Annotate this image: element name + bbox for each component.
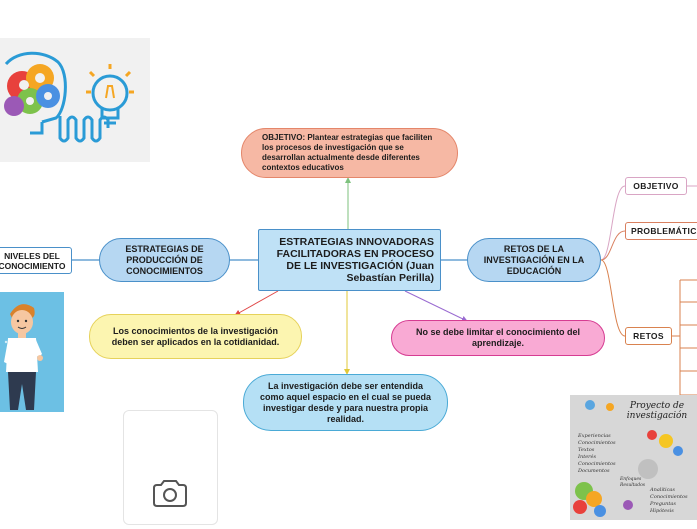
- poster-word: Textos: [578, 447, 595, 453]
- poster-word: Resultados: [620, 483, 646, 488]
- poster-word: Analíticas: [650, 487, 675, 493]
- left-branch-text: ESTRATEGIAS DE PRODUCCIÓN DE CONOCIMIENT…: [125, 243, 204, 276]
- poster-sketch-icon: [570, 395, 697, 520]
- right-item-problematica[interactable]: PROBLEMÁTICA: [625, 222, 697, 240]
- pink-bubble-text: No se debe limitar el conocimiento del a…: [415, 327, 581, 348]
- central-topic[interactable]: ESTRATEGIAS INNOVADORAS FACILITADORAS EN…: [258, 229, 441, 291]
- objective-text: OBJETIVO: Plantear estrategias que facil…: [262, 133, 433, 172]
- pink-bubble[interactable]: No se debe limitar el conocimiento del a…: [391, 320, 605, 356]
- poster-word: Preguntas: [650, 501, 676, 507]
- research-poster-image: Proyecto de investigación Experiencias C…: [570, 395, 697, 520]
- student-image: [0, 292, 64, 412]
- right-item-problematica-text: PROBLEMÁTICA: [631, 226, 697, 236]
- link-central-yellow: [234, 290, 279, 316]
- poster-word: Enfoques: [620, 477, 642, 482]
- link-right-objetivo: [600, 185, 626, 261]
- right-branch-retos[interactable]: RETOS DE LA INVESTIGACIÓN EN LA EDUCACIÓ…: [467, 238, 601, 282]
- link-central-pink: [404, 290, 468, 322]
- poster-title: Proyecto de investigación: [626, 401, 688, 421]
- poster-words-left: Experiencias Conocimientos Textos Interé…: [578, 433, 616, 475]
- brain-gears-icon: [4, 51, 134, 143]
- right-item-objetivo-text: OBJETIVO: [633, 181, 679, 191]
- sky-bubble-text: La investigación debe ser entendida como…: [259, 380, 432, 424]
- sky-bubble[interactable]: La investigación debe ser entendida como…: [243, 374, 448, 431]
- right-branch-text: RETOS DE LA INVESTIGACIÓN EN LA EDUCACIÓ…: [483, 243, 585, 276]
- right-item-retos[interactable]: RETOS: [625, 327, 672, 345]
- brain-bulb-image: [0, 38, 150, 162]
- link-right-retos: [600, 259, 626, 337]
- poster-word: Conocimientos: [578, 461, 616, 467]
- poster-word: Interés: [578, 454, 597, 460]
- central-topic-text: ESTRATEGIAS INNOVADORAS FACILITADORAS EN…: [276, 236, 434, 284]
- yellow-bubble[interactable]: Los conocimientos de la investigación de…: [89, 314, 302, 359]
- yellow-bubble-text: Los conocimientos de la investigación de…: [111, 325, 280, 347]
- left-leaf-niveles[interactable]: NIVELES DEL CONOCIMIENTO: [0, 247, 72, 274]
- right-item-objetivo[interactable]: OBJETIVO: [625, 177, 687, 195]
- retos-bracket: [679, 279, 697, 396]
- link-right-problematica: [600, 230, 626, 261]
- image-placeholder[interactable]: [123, 410, 218, 525]
- poster-word: Experiencias: [578, 433, 611, 439]
- left-leaf-text: NIVELES DEL CONOCIMIENTO: [0, 250, 66, 271]
- poster-word: Documentos: [578, 468, 610, 474]
- poster-words-bottom: Analíticas Conocimientos Preguntas Hipót…: [650, 487, 688, 515]
- poster-word: Conocimientos: [578, 440, 616, 446]
- left-branch-estrategias[interactable]: ESTRATEGIAS DE PRODUCCIÓN DE CONOCIMIENT…: [99, 238, 230, 282]
- camera-icon: [153, 480, 187, 507]
- right-item-retos-text: RETOS: [633, 331, 664, 341]
- poster-words-mid: Enfoques Resultados: [620, 477, 645, 489]
- poster-word: Hipótesis: [650, 508, 674, 514]
- student-figure-icon: [4, 304, 43, 410]
- objective-bubble[interactable]: OBJETIVO: Plantear estrategias que facil…: [241, 128, 458, 178]
- poster-word: Conocimientos: [650, 494, 688, 500]
